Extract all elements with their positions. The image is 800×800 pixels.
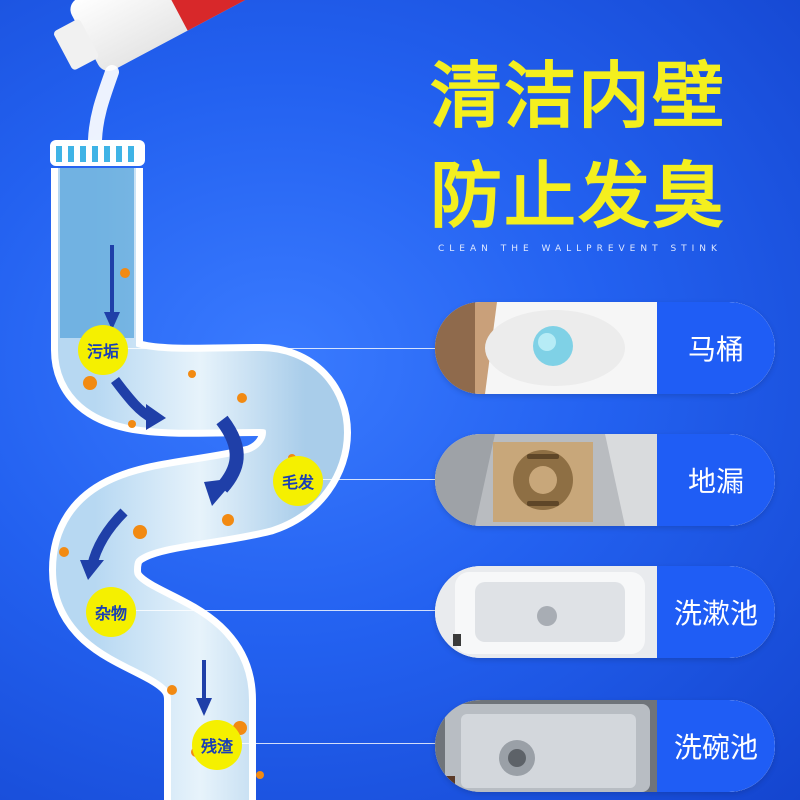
application-tag-kitchen-sink: 洗碗池 bbox=[657, 700, 775, 792]
floor-drain-photo bbox=[435, 434, 657, 526]
label-residue: 残渣 bbox=[192, 720, 242, 770]
leader-line-floor-drain bbox=[323, 479, 438, 480]
kitchen-sink-photo bbox=[435, 700, 657, 792]
powder-stream bbox=[88, 65, 119, 147]
toilet-photo bbox=[435, 302, 657, 394]
application-card-floor-drain: 地漏 bbox=[435, 434, 775, 526]
headline-line-1: 清洁内壁 bbox=[430, 54, 727, 138]
washbasin-photo bbox=[435, 566, 657, 658]
application-card-kitchen-sink: 洗碗池 bbox=[435, 700, 775, 792]
application-tag-floor-drain: 地漏 bbox=[657, 434, 775, 526]
leader-line-washbasin bbox=[136, 610, 438, 611]
leader-line-kitchen-sink bbox=[242, 743, 438, 744]
pipe-water bbox=[60, 168, 134, 338]
label-dirt: 污垢 bbox=[78, 325, 128, 375]
label-debris: 杂物 bbox=[86, 587, 136, 637]
application-tag-washbasin: 洗漱池 bbox=[657, 566, 775, 658]
bottle bbox=[54, 0, 250, 71]
leader-line-toilet bbox=[128, 348, 438, 349]
application-card-toilet: 马桶 bbox=[435, 302, 775, 394]
headline-subtitle: CLEAN THE WALLPREVENT STINK bbox=[438, 244, 722, 254]
application-tag-toilet: 马桶 bbox=[657, 302, 775, 394]
headline-line-2: 防止发臭 bbox=[430, 154, 727, 238]
pipe-illustration bbox=[48, 0, 351, 800]
label-hair: 毛发 bbox=[273, 456, 323, 506]
flow-arrows bbox=[80, 245, 244, 716]
application-card-washbasin: 洗漱池 bbox=[435, 566, 775, 658]
pipe-cap-stripes bbox=[56, 146, 134, 162]
